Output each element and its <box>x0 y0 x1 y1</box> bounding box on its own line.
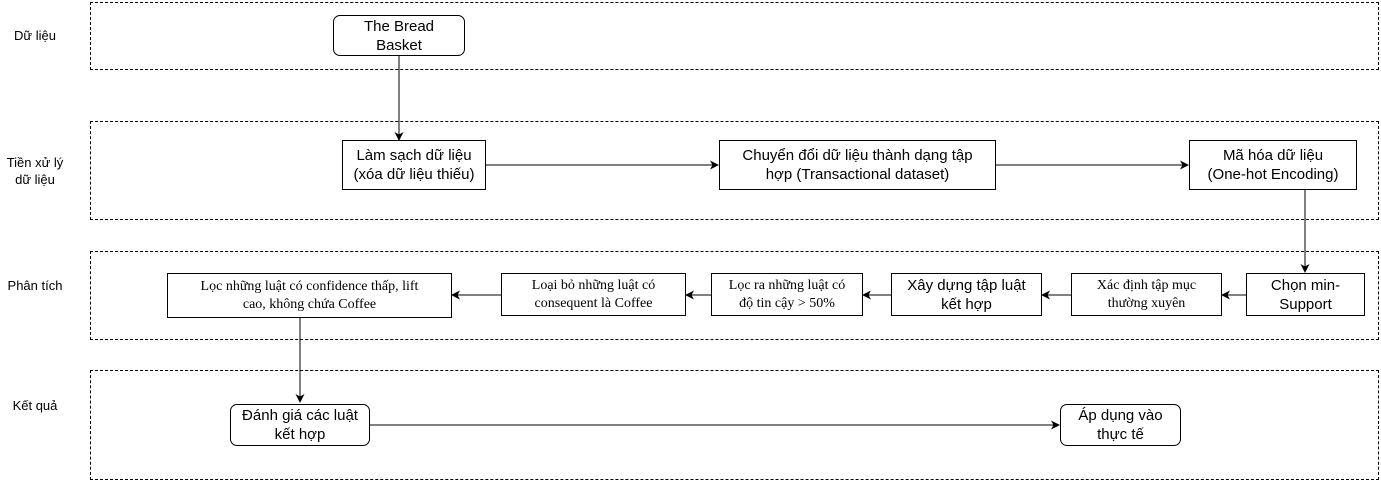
node-filter-low-conf[interactable]: Lọc những luật có confidence thấp, lift … <box>167 273 452 318</box>
lane-label-preprocess: Tiền xử lý dữ liệu <box>6 155 64 187</box>
lane-label-data: Dữ liệu <box>14 28 56 43</box>
node-build-rules-label: Xây dựng tập luật kết hợp <box>907 276 1026 313</box>
lane-label-result: Kết quả <box>12 398 58 413</box>
node-clean-data[interactable]: Làm sạch dữ liệu (xóa dữ liệu thiếu) <box>342 140 486 190</box>
node-transform-label: Chuyển đổi dữ liệu thành dạng tập hợp (T… <box>742 147 973 183</box>
node-min-support-label: Chọn min- Support <box>1270 276 1341 313</box>
node-encode-label: Mã hóa dữ liệu (One-hot Encoding) <box>1207 147 1339 183</box>
node-remove-coffee[interactable]: Loại bỏ những luật có consequent là Coff… <box>501 273 686 316</box>
node-clean-data-label: Làm sạch dữ liệu (xóa dữ liệu thiếu) <box>353 147 475 183</box>
node-build-rules[interactable]: Xây dựng tập luật kết hợp <box>891 273 1042 316</box>
node-remove-coffee-label: Loại bỏ những luật có consequent là Coff… <box>531 277 656 311</box>
node-bread-basket-label: The Bread Basket <box>363 17 435 54</box>
node-apply-label: Áp dụng vào thực tế <box>1078 407 1163 443</box>
lane-analysis <box>90 251 1379 340</box>
lane-label-analysis: Phân tích <box>7 278 63 293</box>
node-frequent-itemsets[interactable]: Xác định tập mục thường xuyên <box>1071 273 1222 316</box>
node-min-support[interactable]: Chọn min- Support <box>1246 273 1365 316</box>
node-filter-confidence-label: Lọc ra những luật có độ tin cậy > 50% <box>728 277 846 311</box>
lane-result <box>90 370 1379 480</box>
node-filter-confidence[interactable]: Lọc ra những luật có độ tin cậy > 50% <box>711 273 863 316</box>
lane-data <box>90 2 1379 70</box>
node-bread-basket[interactable]: The Bread Basket <box>333 15 465 56</box>
node-apply[interactable]: Áp dụng vào thực tế <box>1060 404 1181 446</box>
node-evaluate-label: Đánh giá các luật kết hợp <box>242 407 358 443</box>
node-filter-low-conf-label: Lọc những luật có confidence thấp, lift … <box>200 278 419 312</box>
node-transform[interactable]: Chuyển đổi dữ liệu thành dạng tập hợp (T… <box>719 140 996 190</box>
lane-preprocess <box>90 121 1379 220</box>
node-evaluate[interactable]: Đánh giá các luật kết hợp <box>230 404 370 446</box>
node-frequent-itemsets-label: Xác định tập mục thường xuyên <box>1096 277 1197 311</box>
node-encode[interactable]: Mã hóa dữ liệu (One-hot Encoding) <box>1189 140 1357 190</box>
